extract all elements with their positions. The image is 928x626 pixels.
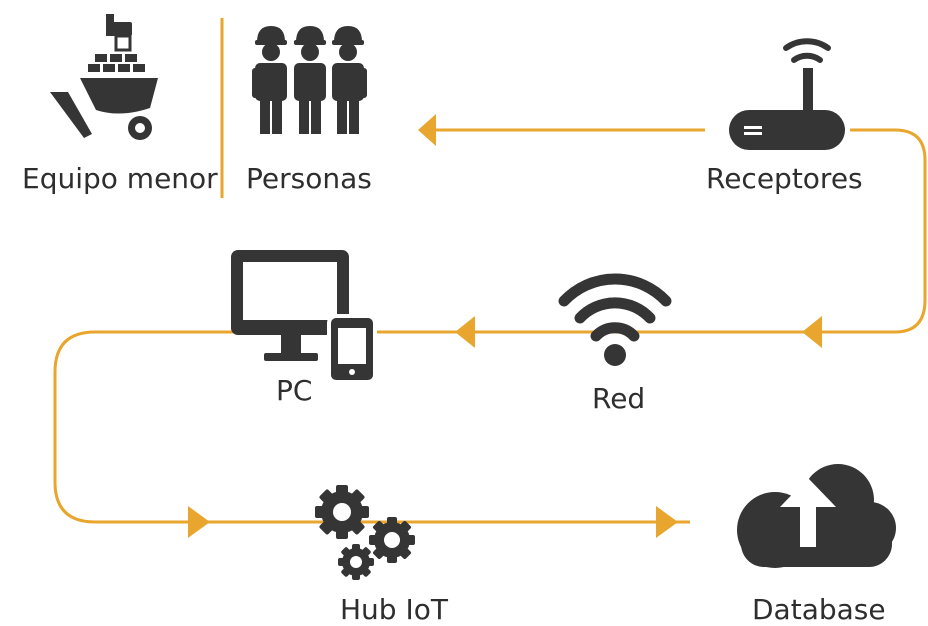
- label-red: Red: [592, 382, 646, 415]
- workers-icon: [252, 26, 367, 134]
- flow-line: [53, 128, 927, 524]
- label-pc: PC: [276, 374, 313, 407]
- flow-arrow: [455, 316, 475, 348]
- flow-arrow: [418, 114, 436, 146]
- label-hub-iot: Hub IoT: [340, 593, 448, 626]
- wheelbarrow-icon: [50, 14, 158, 140]
- gears-icon: [315, 485, 415, 580]
- flow-arrow: [802, 316, 822, 348]
- label-database: Database: [752, 593, 886, 626]
- monitor-phone-icon: [231, 250, 377, 384]
- label-personas: Personas: [246, 162, 372, 195]
- cloud-upload-icon: [737, 464, 896, 568]
- label-receptores: Receptores: [706, 162, 863, 195]
- label-equipo-menor: Equipo menor: [22, 162, 218, 195]
- flow-arrow: [188, 506, 210, 538]
- router-icon: [729, 38, 845, 150]
- flow-arrow: [656, 506, 678, 538]
- wifi-icon: [558, 273, 672, 366]
